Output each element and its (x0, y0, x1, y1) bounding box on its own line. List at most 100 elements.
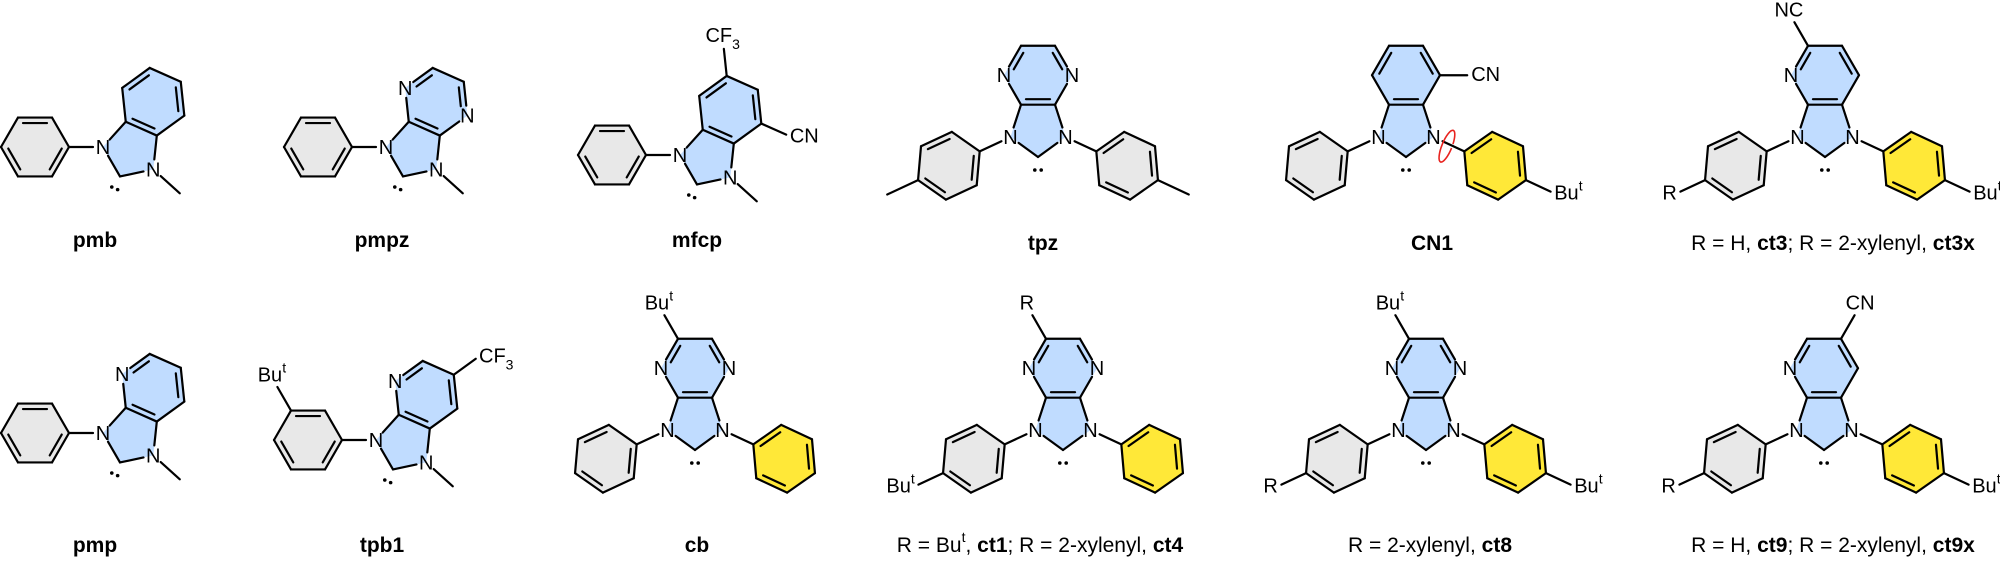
aryl-ring-fill (1, 403, 69, 463)
bond-line (438, 120, 461, 137)
bond-line (730, 142, 735, 169)
bond-line (1804, 141, 1827, 159)
label-main: CF (705, 25, 732, 47)
bond-line (701, 128, 735, 145)
compound-code: CN1 (1411, 232, 1453, 255)
double-bond-line (1378, 51, 1393, 75)
aryl-ring-bond (1128, 179, 1160, 201)
aryl-ring-bond (627, 153, 648, 186)
compound-code: ct9x (1933, 534, 1975, 557)
nitrogen-atom-label: N (460, 106, 474, 128)
aryl-ring-fill (1883, 131, 1945, 200)
bond-line (695, 178, 722, 186)
aryl-ring-bond (1483, 443, 1489, 480)
para-substituent-label: R (1661, 475, 1675, 497)
aryl-ring-fill (918, 131, 980, 200)
imidazole-ring-fill (1796, 397, 1852, 450)
para-substituent-bond (1679, 179, 1707, 193)
bond-line (129, 352, 151, 370)
aryl-ring-fill (1464, 131, 1526, 200)
para-substituent-bond (1524, 179, 1552, 193)
nitrogen-atom-label: N (96, 423, 110, 445)
bond-line (1424, 434, 1447, 452)
bond-line (1007, 82, 1023, 106)
aryl-ring-bond (0, 402, 20, 435)
lone-pair-dot (1039, 168, 1043, 172)
lone-pair-dot (1427, 461, 1431, 465)
nitrogen-atom-label: N (1003, 127, 1017, 149)
aryl-ring-fill (1, 117, 69, 177)
aryl-ring-bond (1463, 150, 1469, 187)
para-substituent-bond (917, 472, 945, 486)
nitrogen-atom-label: N (1090, 358, 1104, 380)
nitrogen-atom-label: N (1784, 65, 1798, 87)
nitrogen-atom-label: N (398, 78, 412, 100)
para-substituent-bond (1544, 472, 1572, 486)
double-bond-line (1358, 447, 1363, 474)
bond-line (1840, 44, 1861, 77)
aryl-ring-bond (1120, 443, 1126, 480)
bond-line (732, 122, 763, 145)
imidazole-ring-fill (103, 407, 157, 463)
aryl-ring-fill (274, 410, 342, 470)
bond-line (1037, 396, 1048, 422)
double-bond-line (1799, 51, 1812, 71)
para-substituent-label: But (1973, 177, 2000, 204)
imidazole-ring-fill (680, 129, 734, 185)
n-aryl-bond (1441, 140, 1466, 153)
bond-line (685, 128, 704, 149)
label-main: Bu (886, 475, 910, 497)
aryl-ring-bond (1304, 438, 1311, 475)
para-substituent-label: But (1554, 177, 1582, 204)
aryl-ring-bond (1706, 130, 1740, 148)
nitrogen-atom-label: N (1083, 420, 1097, 442)
compound-code: pmb (73, 229, 117, 252)
n-aryl-bond (730, 433, 755, 446)
aryl-ring-bond (1307, 423, 1341, 441)
aryl-ring-bond (1541, 438, 1548, 475)
methyl-bond (886, 179, 920, 196)
lone-pair-dot (690, 461, 694, 465)
compound-code: ct8 (1482, 534, 1513, 557)
aryl-ring-bond (1940, 145, 1947, 182)
n-aryl-bond (978, 140, 1003, 153)
compound-code: cb (685, 534, 710, 557)
para-substituent-label: R (1263, 475, 1277, 497)
bond-line (428, 407, 459, 430)
para-substituent-bond (1943, 179, 1971, 193)
bond-line (674, 434, 697, 452)
compound-label: pmp (73, 534, 117, 557)
aryl-ring-bond (1463, 130, 1494, 153)
n-aryl-bond (1764, 433, 1789, 446)
nitrogen-atom-label: N (96, 137, 110, 159)
double-bond-line (924, 177, 947, 194)
bond-line (1840, 103, 1851, 129)
ring-substituent-label: CN (1846, 293, 1875, 315)
bond-line (106, 440, 122, 464)
n-aryl-bond (1366, 433, 1391, 446)
bond-line (1007, 44, 1023, 68)
double-bond-line (1473, 181, 1497, 194)
double-bond-line (1292, 177, 1315, 194)
aryl-ring-bond (1914, 472, 1946, 494)
bond-line (391, 463, 418, 471)
aryl-ring-fill (1306, 424, 1368, 493)
bond-line (436, 134, 441, 161)
para-substituent-bond (1678, 472, 1706, 486)
aryl-ring-fill (1484, 424, 1546, 493)
nitrogen-atom-label: N (1391, 420, 1405, 442)
double-bond-line (131, 403, 156, 416)
ring-substituent-bond (1839, 314, 1856, 340)
double-bond-line (1312, 470, 1335, 487)
aryl-ring-bond (975, 423, 1006, 446)
bond-line (412, 66, 434, 84)
double-bond-line (951, 430, 976, 444)
bond-line (381, 413, 400, 434)
lone-pair-dot (398, 187, 403, 192)
aryl-ring-bond (1736, 423, 1767, 446)
nitrogen-atom-label: N (1789, 420, 1803, 442)
ring-substituent-label: CN (1471, 64, 1500, 86)
